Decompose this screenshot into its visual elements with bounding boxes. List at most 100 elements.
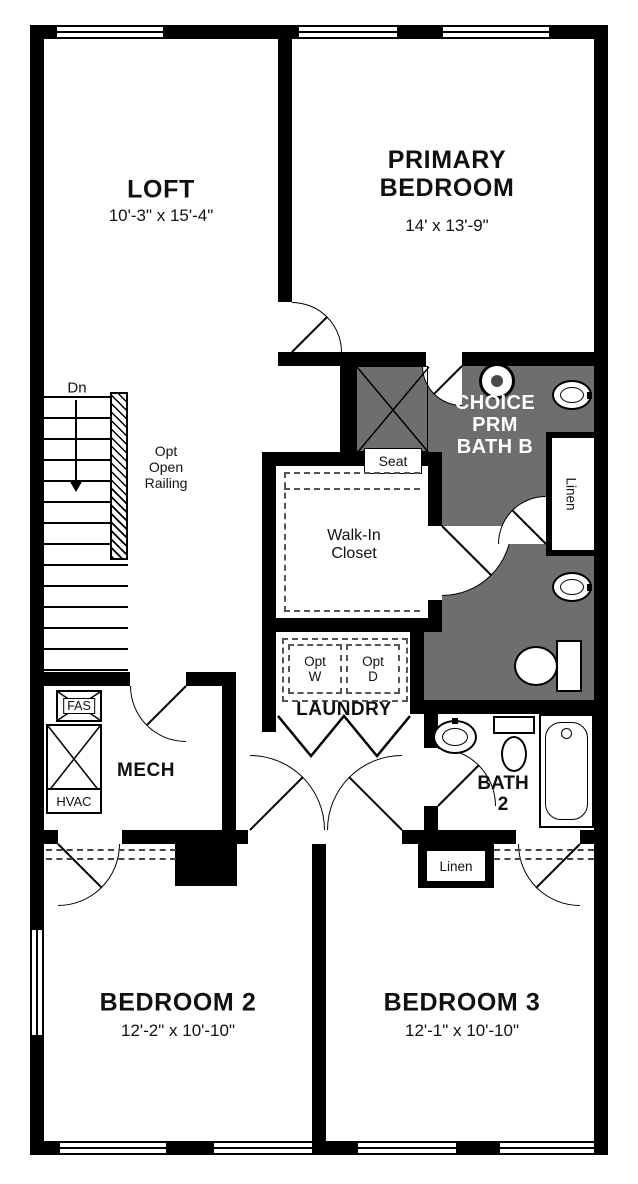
wall-hall-south-1: [30, 830, 58, 844]
wall-chase-block: [175, 830, 237, 886]
bedroom3-title: BEDROOM 3: [383, 988, 541, 1017]
linen-primary-label: Linen: [563, 477, 579, 511]
bath2-tub-drain-icon: [561, 728, 572, 739]
primary-bedroom-title: PRIMARY BEDROOM: [347, 146, 547, 202]
bath2-sink-faucet-icon: [452, 718, 458, 724]
window-bedroom3-1: [358, 1141, 456, 1155]
dryer-label-line1: Opt: [362, 654, 384, 669]
railing-note-line3: Railing: [144, 475, 188, 491]
wall-hall-south-4: [580, 830, 608, 844]
bedroom2-closet-dashes: [46, 849, 176, 860]
vanity-sink-2-faucet-icon: [587, 584, 592, 591]
primary-bath-title-line2: PRM: [472, 414, 518, 436]
stairs-direction-label: Dn: [67, 379, 87, 397]
laundry-title: LAUNDRY: [296, 699, 392, 720]
railing-note: Opt Open Railing: [132, 441, 200, 493]
primary-bedroom-dims: 14' x 13'-9": [405, 216, 489, 235]
shower-seat: Seat: [364, 448, 422, 474]
washer-label-line2: W: [308, 669, 322, 684]
vanity-sink-1-basin: [560, 387, 584, 403]
wall-mech-east: [222, 672, 236, 830]
shower-hatch-icon: [356, 366, 430, 454]
hvac-label-box: HVAC: [46, 788, 102, 814]
hvac-label: HVAC: [56, 793, 92, 809]
linen-primary-closet: [546, 432, 594, 556]
laundry-opt-outline: [282, 638, 408, 702]
wall-outer-bottom: [30, 1141, 608, 1155]
stair-arrow-line: [75, 400, 77, 482]
bath2-tub: [539, 714, 594, 828]
laundry-bifold-doors-icon[interactable]: [277, 714, 411, 758]
hvac-unit: [46, 724, 102, 794]
wall-outer-left: [30, 25, 44, 1155]
primary-bedroom-title-line2: BEDROOM: [379, 174, 515, 202]
bedroom2-dims: 12'-2" x 10'-10": [120, 1021, 236, 1040]
walk-in-closet-title: Walk-In Closet: [302, 526, 406, 564]
closet-shelf-line: [284, 488, 420, 490]
window-bedroom3-2: [500, 1141, 594, 1155]
wall-closet-west: [262, 452, 276, 632]
dryer-box: [346, 644, 400, 694]
closet-shelving-dashes: [284, 472, 420, 612]
stair-arrow-head-icon: [69, 480, 83, 492]
hvac-hatch-icon: [47, 725, 101, 793]
vanity-sink-2-basin: [560, 579, 584, 595]
loft-title: LOFT: [127, 175, 195, 204]
railing-note-line2: Open: [148, 459, 184, 475]
dryer-label: Opt D: [346, 644, 400, 694]
window-bedroom2-1: [60, 1141, 166, 1155]
walk-in-closet-line1: Walk-In: [327, 527, 381, 544]
wall-hall-south-3: [402, 830, 516, 844]
bedroom3-dims: 12'-1" x 10'-10": [404, 1021, 520, 1040]
bath2-title-line2: 2: [497, 794, 509, 815]
wall-loft-primary: [278, 25, 292, 302]
primary-bath-title: CHOICE PRM BATH B: [427, 392, 563, 458]
railing-note-line1: Opt: [154, 443, 178, 459]
wall-laundry-east: [410, 632, 424, 714]
primary-bath-title-line3: BATH B: [456, 436, 534, 458]
window-primary-1: [299, 25, 397, 39]
washer-box: [288, 644, 342, 694]
shower-head-center: [491, 375, 503, 387]
wall-outer-right: [594, 25, 608, 1155]
wall-laundry-west: [262, 632, 276, 732]
dryer-label-line2: D: [368, 669, 378, 684]
primary-toilet-tank: [556, 640, 582, 692]
vanity-sink-1-faucet-icon: [587, 392, 592, 399]
bath2-title: BATH 2: [468, 772, 538, 816]
wall-primary-south-right: [462, 352, 608, 366]
window-bedroom2-2: [214, 1141, 312, 1155]
fas-label: FAS: [63, 698, 95, 714]
primary-toilet-bowl: [514, 646, 558, 686]
shower-head-icon: [479, 363, 515, 399]
wall-bath2-north: [410, 700, 594, 714]
wall-closet-east-upper: [428, 466, 442, 526]
wall-closet-south: [262, 618, 442, 632]
washer-label-line1: Opt: [304, 654, 326, 669]
primary-bath-title-line1: CHOICE: [454, 392, 536, 414]
fas-unit: FAS: [56, 690, 102, 722]
bedroom2-title: BEDROOM 2: [99, 988, 257, 1017]
shower-seat-label: Seat: [378, 453, 408, 469]
linen-hall-closet: Linen: [426, 850, 486, 882]
mech-title: MECH: [117, 760, 175, 781]
window-primary-2: [443, 25, 549, 39]
bath2-tub-inner: [545, 722, 588, 820]
primary-bedroom-title-line1: PRIMARY: [387, 146, 507, 174]
vanity-sink-1: [552, 380, 592, 410]
washer-label: Opt W: [288, 644, 342, 694]
window-bedroom2-side: [30, 930, 44, 1035]
bath2-toilet-bowl: [501, 736, 527, 772]
bath2-sink-basin: [442, 728, 468, 746]
window-loft: [57, 25, 163, 39]
walk-in-closet-line2: Closet: [331, 545, 377, 562]
bath2-title-line1: BATH: [477, 773, 529, 794]
loft-dims: 10'-3" x 15'-4": [108, 206, 214, 225]
vanity-sink-2: [552, 572, 592, 602]
bath2-sink: [433, 718, 477, 754]
stair-railing: [110, 392, 128, 560]
bedroom3-closet-dashes: [494, 849, 594, 860]
shower-enclosure: [356, 366, 430, 454]
wall-shower-left: [340, 352, 356, 466]
